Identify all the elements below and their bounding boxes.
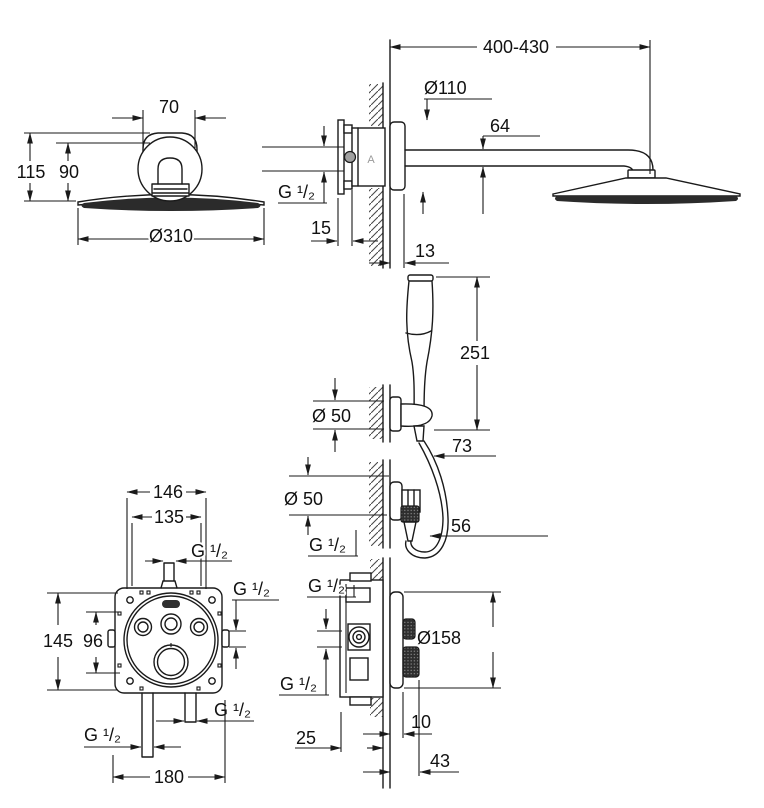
dim-label-13: 13 [415,241,435,261]
dimension-146: 146 [126,480,207,589]
pipe-connections-front [141,562,197,758]
dim-label-90: 90 [59,162,79,182]
shower-holder [389,396,433,442]
dim-label-43: 43 [430,751,450,771]
in-wall-mounting-box: A [337,119,386,195]
dimension-110: Ø110 [420,76,492,214]
hose-cone [403,521,417,542]
thread-label-side-top: G ¹/₂ [308,576,345,596]
head-side-spray-face [555,196,738,204]
view-hand-shower: 251 Ø 50 73 Ø 50 56 G ¹/₂ [282,274,548,559]
thread-label-outlet: G ¹/₂ [309,535,346,555]
dim-label-96: 96 [83,631,103,651]
wall-hatch-top [369,84,383,126]
dimension-64: 64 [480,114,540,214]
hand-shower-wand [405,274,434,421]
dimension-158: Ø158 [404,591,501,689]
wall-hatch-outlet [369,462,383,546]
wall-hatch-bottom-2 [370,698,383,717]
wall-hatch-bottom [369,188,383,266]
thread-label-bottom-left: G ¹/₂ [84,725,121,745]
dim-label-56: 56 [451,516,471,536]
dimension-15: 15 [309,190,378,246]
dim-label-15: 15 [311,218,331,238]
view-head-shower-arm-side: A 400-430 Ø110 64 [262,35,741,269]
dim-label-73: 73 [452,436,472,456]
dim-label-310: Ø310 [149,226,193,246]
thread-label-g12-right: G ¹/₂ [229,577,279,669]
dim-label-110: Ø110 [424,78,467,98]
dimension-10: 10 [363,692,433,738]
dimension-56: 56 [429,514,548,539]
dimension-70: 70 [112,95,226,148]
dimension-43: 43 [363,680,459,776]
dimension-50-holder: Ø 50 [310,378,384,452]
thermostat-trim [123,592,219,688]
thread-label-g12-side-left: G ¹/₂ [278,609,342,696]
dim-label-25: 25 [296,728,316,748]
select-knob-side [402,618,416,640]
dimension-50-outlet: Ø 50 [282,457,389,535]
dim-label-50-holder: Ø 50 [312,406,351,426]
knurled-hose-nut [400,505,420,523]
dim-label-115: 115 [17,162,46,182]
dimension-25: 25 [294,712,384,752]
dimension-73: 73 [433,434,496,459]
trim-plate-side [389,591,404,689]
dim-label-158: Ø158 [417,628,461,648]
wall-hatch-top-2 [370,559,383,580]
connector-nut [151,183,190,197]
dim-label-64: 64 [490,116,510,136]
dimension-310: Ø310 [77,208,265,248]
view-head-shower-front: 70 115 90 Ø310 [15,95,265,248]
dimension-115-90: 115 90 [15,132,150,202]
dimension-145-96: 145 96 [41,592,120,691]
shower-head-spray-face [81,197,261,211]
thread-label-g12-bottom-left: G ¹/₂ [82,723,181,750]
dimension-180: 180 [112,700,226,789]
rough-in-box-side [339,572,384,706]
dimension-251: 251 [434,276,492,431]
thread-label-right: G ¹/₂ [233,579,270,599]
view-thermostat-front: 146 135 G ¹/₂ G ¹/₂ 145 96 [41,480,279,789]
temperature-knob-side [402,646,420,678]
thread-label-bottom-right: G ¹/₂ [214,700,251,720]
dimension-13: 13 [369,194,449,268]
mounting-holes [117,590,222,691]
ball-joint-arch [157,157,183,185]
g12-port [343,150,357,164]
thread-label-g12-arm: G ¹/₂ [262,126,344,204]
dim-label-50-outlet: Ø 50 [284,489,323,509]
thread-label-top: G ¹/₂ [191,541,228,561]
view-thermostat-side: G ¹/₂ G ¹/₂ Ø158 10 25 [278,557,501,789]
wall-rosette [389,121,406,191]
thread-label-g12-bottom-right: G ¹/₂ [156,698,254,724]
wall-hatch-holder [369,387,383,439]
thread-label-arm: G ¹/₂ [278,182,315,202]
dim-label-135: 135 [154,507,184,527]
thread-label-g12-outlet: G ¹/₂ [307,530,358,557]
dim-label-70: 70 [159,97,179,117]
brand-logo-badge [162,600,180,608]
dim-label-145: 145 [43,631,73,651]
dim-label-10: 10 [411,712,431,732]
hose-outlet-union [389,481,421,542]
dim-label-251: 251 [460,343,490,363]
arm-elbow-nut [627,169,656,179]
dimension-135: 135 [131,505,202,586]
dim-label-146: 146 [153,482,183,502]
head-side-body [552,177,741,197]
box-marker-label: A [367,154,375,166]
thread-label-side-left: G ¹/₂ [280,674,317,694]
shower-hose [404,440,449,559]
dim-label-400-430: 400-430 [483,37,549,57]
dim-label-180: 180 [154,767,184,787]
dimension-400-430: 400-430 [389,35,651,174]
thread-label-g12-side-top: G ¹/₂ [306,574,356,598]
thread-label-g12-top: G ¹/₂ [145,539,232,564]
